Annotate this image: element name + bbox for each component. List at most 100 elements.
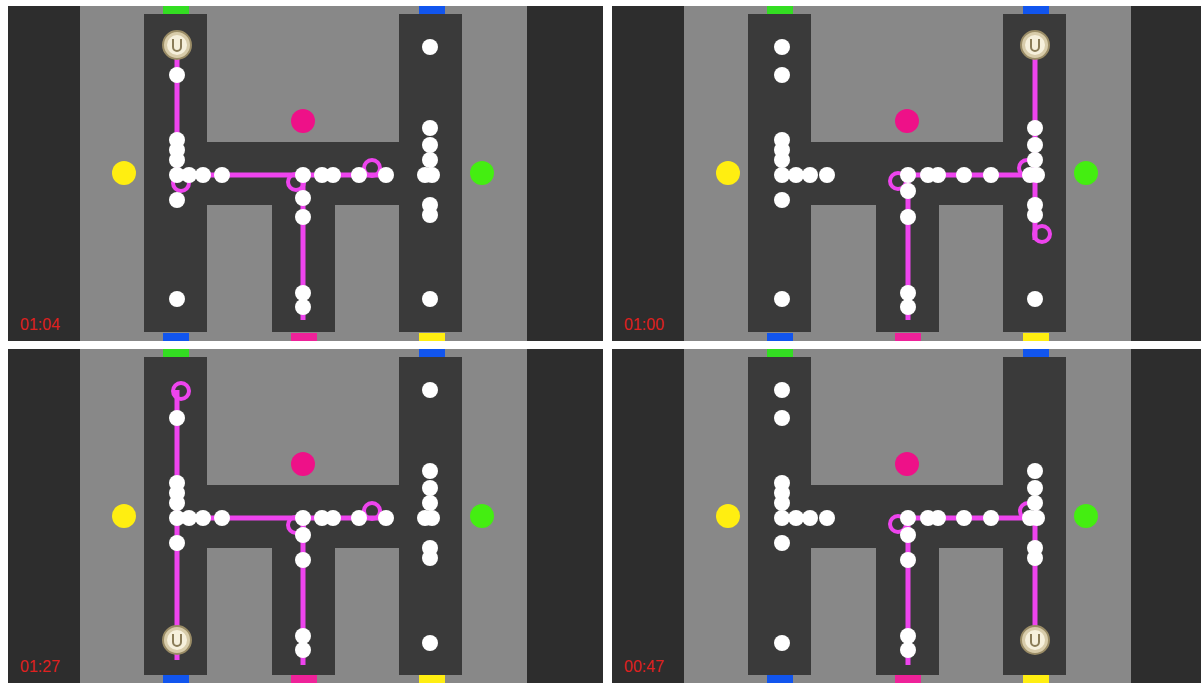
exit-marker [419, 6, 445, 14]
exit-marker [419, 349, 445, 357]
white-pellet [788, 167, 804, 183]
pink-trail [908, 518, 1035, 665]
white-pellet [295, 527, 311, 543]
white-pellet [295, 552, 311, 568]
exit-marker [895, 675, 921, 683]
lamp-token [163, 626, 191, 654]
white-pellet [378, 167, 394, 183]
white-pellet [900, 510, 916, 526]
goal-ball [895, 109, 919, 133]
game-panel [8, 349, 603, 683]
white-pellet [900, 183, 916, 199]
timer-text: 01:27 [20, 659, 60, 675]
white-pellet [325, 167, 341, 183]
lamp-token [1021, 31, 1049, 59]
side-wall [8, 349, 603, 683]
white-pellet [422, 480, 438, 496]
white-pellet [169, 535, 185, 551]
white-pellet [819, 510, 835, 526]
lamp-rim [163, 626, 191, 654]
track [748, 14, 811, 332]
white-pellet [169, 495, 185, 511]
exit-marker [1023, 333, 1049, 341]
white-pellet [1027, 550, 1043, 566]
white-pellet [169, 410, 185, 426]
white-pellet [1027, 120, 1043, 136]
goal-ball [1074, 161, 1098, 185]
exit-marker [767, 333, 793, 341]
white-pellet [819, 167, 835, 183]
panel-pieces [774, 31, 1050, 320]
white-pellet [422, 39, 438, 55]
exit-marker [895, 333, 921, 341]
white-pellet [1027, 480, 1043, 496]
white-pellet [422, 382, 438, 398]
white-pellet [774, 291, 790, 307]
exit-marker [1023, 675, 1049, 683]
lamp-rim [1021, 626, 1049, 654]
white-pellet [900, 552, 916, 568]
white-pellet [774, 495, 790, 511]
white-pellet [422, 120, 438, 136]
white-pellet [930, 167, 946, 183]
goal-ball [1074, 504, 1098, 528]
white-pellet [900, 628, 916, 644]
goal-ball [112, 161, 136, 185]
white-pellet [900, 285, 916, 301]
white-pellet [802, 167, 818, 183]
white-pellet [181, 510, 197, 526]
white-pellet [1027, 495, 1043, 511]
white-pellet [169, 152, 185, 168]
lamp-face [167, 35, 187, 55]
trail-loop [1034, 226, 1050, 242]
track [399, 14, 462, 332]
lamp-symbol [173, 39, 181, 51]
lamp-token [163, 31, 191, 59]
white-pellet [983, 167, 999, 183]
side-wall [8, 6, 603, 341]
game-panel [612, 6, 1201, 341]
exit-marker [163, 349, 189, 357]
white-pellet [900, 527, 916, 543]
panel-pieces [163, 382, 440, 665]
exit-marker [163, 333, 189, 341]
white-pellet [774, 382, 790, 398]
exit-marker [419, 675, 445, 683]
floor [684, 6, 1131, 341]
white-pellet [295, 167, 311, 183]
white-pellet [788, 510, 804, 526]
exit-marker [291, 675, 317, 683]
white-pellet [214, 167, 230, 183]
white-pellet [422, 291, 438, 307]
trail-loop [173, 383, 189, 399]
white-pellet [774, 167, 790, 183]
white-pellet [424, 510, 440, 526]
panel-pieces [774, 382, 1049, 665]
white-pellet [195, 167, 211, 183]
white-pellet [900, 209, 916, 225]
white-pellet [422, 152, 438, 168]
lamp-face [1025, 630, 1045, 650]
white-pellet [169, 192, 185, 208]
white-pellet [1029, 167, 1045, 183]
white-pellet [422, 550, 438, 566]
white-pellet [424, 167, 440, 183]
lamp-symbol [1031, 634, 1039, 646]
white-pellet [774, 410, 790, 426]
lamp-symbol [1031, 39, 1039, 51]
white-pellet [295, 285, 311, 301]
panel-pieces [163, 31, 440, 320]
white-pellet [351, 167, 367, 183]
white-pellet [295, 642, 311, 658]
white-pellet [774, 510, 790, 526]
white-pellet [774, 152, 790, 168]
exit-marker [163, 6, 189, 14]
goal-ball [895, 452, 919, 476]
pink-trail [177, 45, 386, 175]
white-pellet [774, 67, 790, 83]
white-pellet [1027, 137, 1043, 153]
lamp-token [1021, 626, 1049, 654]
white-pellet [900, 642, 916, 658]
exit-marker [291, 333, 317, 341]
white-pellet [169, 67, 185, 83]
